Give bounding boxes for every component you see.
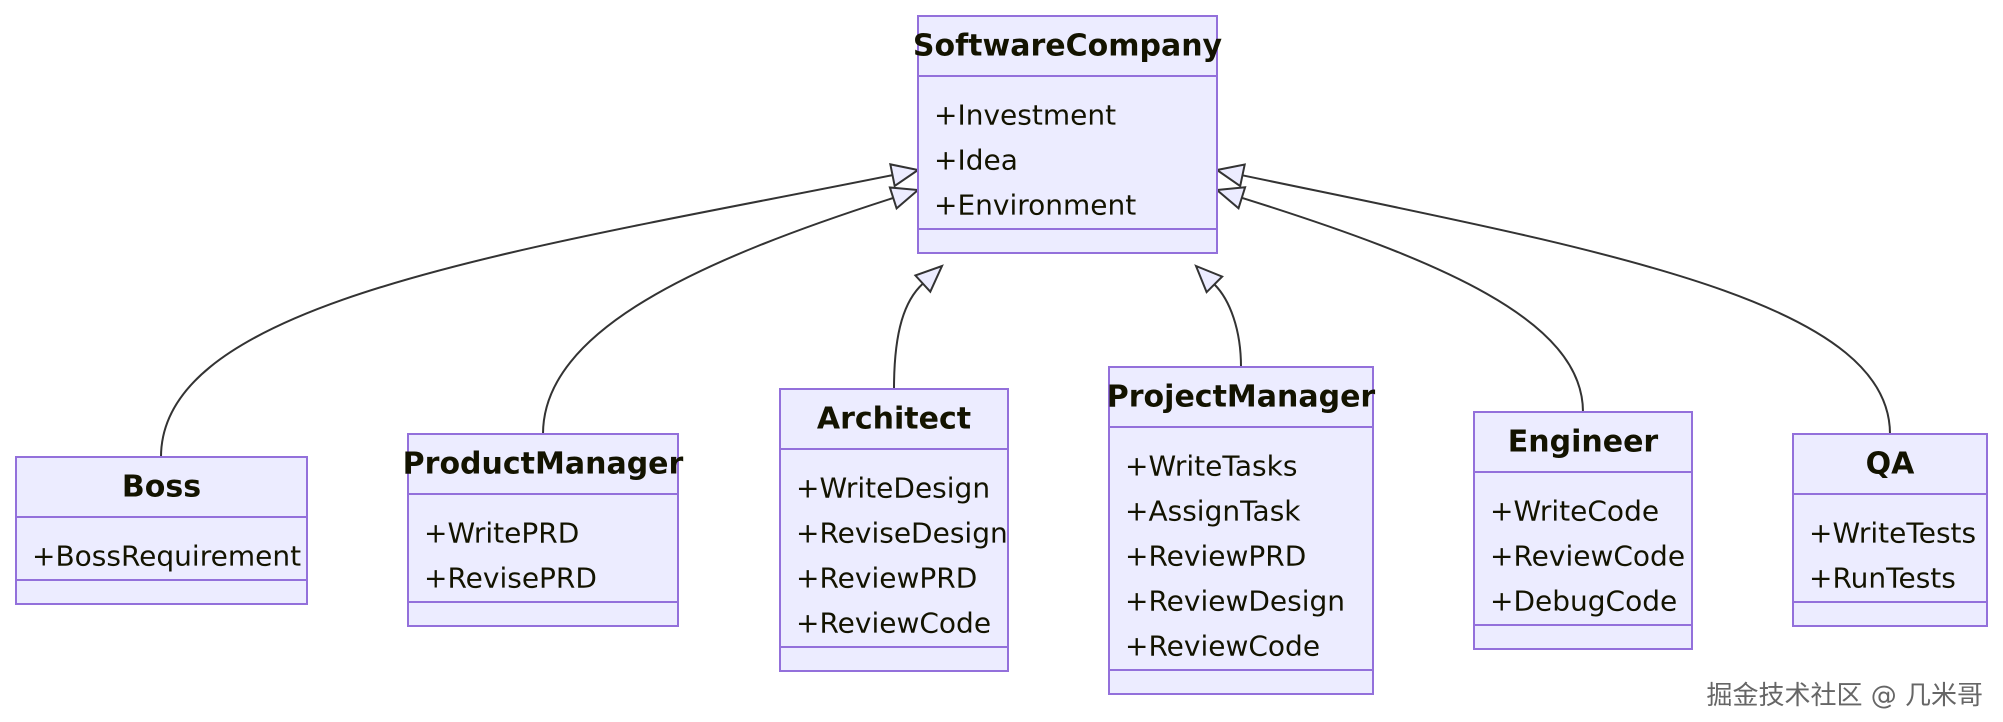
edge-line	[1241, 196, 1584, 413]
class-name: ProjectManager	[1107, 380, 1376, 415]
class-qa[interactable]: QA +WriteTests +RunTests	[1792, 433, 1988, 627]
edge-line	[160, 174, 893, 458]
class-member: +WriteDesign	[796, 472, 990, 505]
class-member: +WriteTests	[1809, 517, 1976, 550]
class-box	[1108, 366, 1374, 695]
class-member: +ReviewDesign	[1125, 585, 1345, 618]
edge-projectmanager-to-softwarecompany	[1194, 264, 1242, 368]
inheritance-arrow-icon	[1214, 186, 1247, 211]
inheritance-arrow-icon	[913, 264, 944, 294]
class-member: +Environment	[934, 189, 1136, 222]
class-member: +ReviewCode	[1125, 630, 1320, 663]
class-boss[interactable]: Boss +BossRequirement	[15, 456, 308, 605]
class-box	[1792, 433, 1988, 627]
class-member: +Investment	[934, 99, 1116, 132]
edge-productmanager-to-softwarecompany	[542, 186, 921, 435]
edge-line	[542, 196, 894, 435]
edge-line	[1242, 174, 1891, 435]
inheritance-arrow-icon	[889, 163, 921, 188]
class-nodes: SoftwareCompany +Investment +Idea +Environm…	[15, 15, 1988, 695]
class-name: QA	[1866, 447, 1916, 482]
class-member: +Idea	[934, 144, 1018, 177]
class-engineer[interactable]: Engineer +WriteCode +ReviewCode +DebugCode	[1473, 411, 1693, 650]
inheritance-arrow-icon	[1214, 163, 1246, 188]
class-box	[917, 15, 1218, 254]
inheritance-arrow-icon	[888, 186, 921, 211]
edge-line	[893, 282, 924, 390]
class-name: Architect	[817, 402, 971, 437]
watermark: 掘金技术社区 @ 几米哥	[1706, 681, 1983, 711]
class-name: Boss	[122, 470, 201, 505]
inheritance-arrow-icon	[1194, 264, 1224, 294]
class-member: +ReviewPRD	[796, 562, 977, 595]
class-architect[interactable]: Architect +WriteDesign +ReviseDesign +Revie…	[779, 388, 1009, 672]
class-name: ProductManager	[403, 447, 684, 482]
class-productmanager[interactable]: ProductManager +WritePRD +RevisePRD	[403, 433, 684, 627]
class-member: +BossRequirement	[32, 540, 301, 573]
class-name: Engineer	[1508, 425, 1659, 460]
class-member: +AssignTask	[1125, 495, 1301, 528]
class-member: +RevisePRD	[424, 562, 597, 595]
class-member: +ReviewCode	[796, 607, 991, 640]
class-member: +DebugCode	[1490, 585, 1677, 618]
class-member: +RunTests	[1809, 562, 1956, 595]
edge-engineer-to-softwarecompany	[1214, 186, 1584, 413]
class-projectmanager[interactable]: ProjectManager +WriteTasks +AssignTask +Rev…	[1107, 366, 1376, 695]
edge-line	[1213, 283, 1242, 368]
class-member: +WriteCode	[1490, 495, 1659, 528]
inheritance-edges	[160, 163, 1891, 458]
class-member: +ReviewCode	[1490, 540, 1685, 573]
edge-boss-to-softwarecompany	[160, 163, 921, 458]
class-name: SoftwareCompany	[913, 29, 1223, 64]
class-box	[1473, 411, 1693, 650]
class-member: +ReviewPRD	[1125, 540, 1306, 573]
class-member: +WritePRD	[424, 517, 579, 550]
edge-architect-to-softwarecompany	[893, 264, 944, 390]
class-member: +ReviseDesign	[796, 517, 1008, 550]
edge-qa-to-softwarecompany	[1214, 163, 1891, 435]
class-softwarecompany[interactable]: SoftwareCompany +Investment +Idea +Environm…	[913, 15, 1223, 254]
class-box	[779, 388, 1009, 672]
class-member: +WriteTasks	[1125, 450, 1297, 483]
class-box	[407, 433, 679, 627]
